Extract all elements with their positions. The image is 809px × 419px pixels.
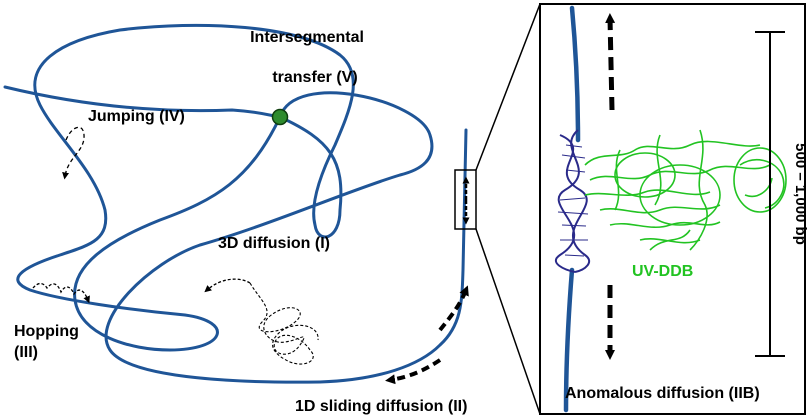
dna-double-helix [554,129,591,273]
inset-arrow-up [605,13,616,111]
zoom-source-box [454,169,477,230]
hopping-trajectory-arrow [32,282,90,304]
label-1d-sliding: 1D sliding diffusion (II) [295,398,467,415]
label-jumping: Jumping (IV) [88,108,185,125]
inset-panel [539,3,806,415]
label-anomalous-diffusion: Anomalous diffusion (IIB) [565,385,760,402]
label-hopping-line2: (III) [14,344,38,361]
zoom-line-bottom [475,228,541,415]
inset-dna-top [569,5,581,143]
scale-bar [755,31,785,357]
inset-dna-bottom [563,267,575,413]
dna-strand [3,23,468,384]
label-intersegmental-line1: Intersegmental [250,29,364,46]
label-hopping-line1: Hopping [14,323,79,340]
intersegmental-junction-dot [271,108,289,126]
label-3d-diffusion: 3D diffusion (I) [218,235,330,252]
zoom-line-top [475,3,541,171]
sliding-arrow-down [385,358,442,385]
diffusion-3d-random-walk [249,282,319,365]
diffusion-3d-arrow [204,278,251,293]
label-scale-bar: 500 – 1,000 bp [792,143,809,245]
uv-ddb-protein [584,129,787,251]
label-uv-ddb: UV-DDB [632,263,693,280]
sliding-arrow-up [438,285,469,332]
label-intersegmental-line2: transfer (V) [272,69,357,86]
